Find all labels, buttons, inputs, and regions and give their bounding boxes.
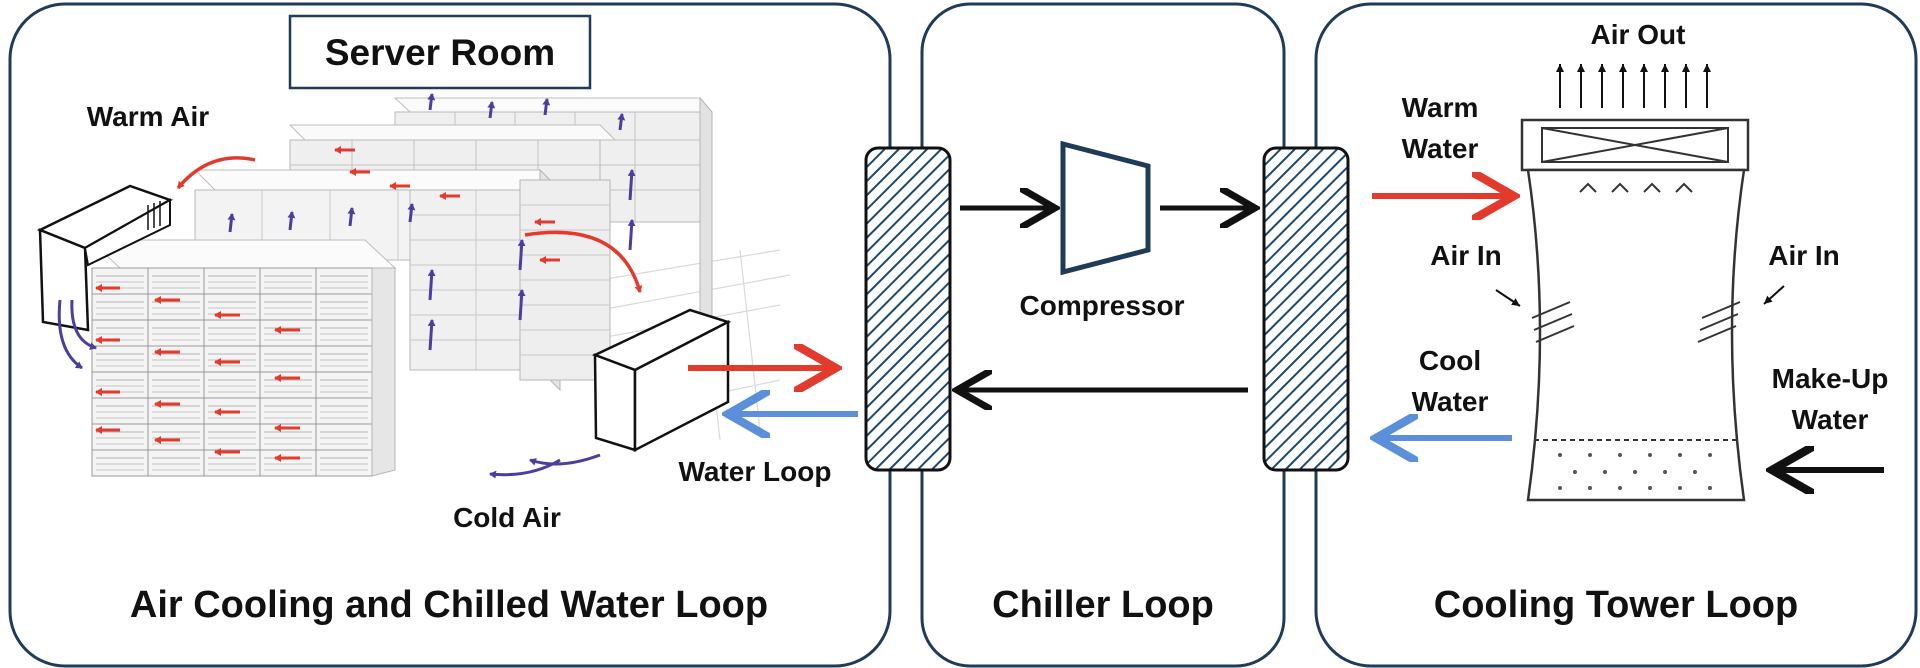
compressor-symbol xyxy=(1060,140,1151,276)
air-in-right-arrow xyxy=(1763,285,1785,305)
compressor-label: Compressor xyxy=(1020,290,1185,321)
cooling-tower xyxy=(1520,118,1750,502)
warm-water-label-line2: Water xyxy=(1402,133,1479,164)
air-out-arrows xyxy=(1556,64,1711,108)
warm-water-label-line1: Warm xyxy=(1402,92,1479,123)
cool-water-label-line2: Water xyxy=(1412,386,1489,417)
cool-water-label-line1: Cool xyxy=(1419,345,1481,376)
warm-air-label: Warm Air xyxy=(87,101,209,132)
server-room-label: Server Room xyxy=(288,14,592,90)
panel-chiller xyxy=(920,2,1286,668)
svg-text:Server Room: Server Room xyxy=(325,32,555,73)
condenser-heat-exchanger xyxy=(1262,146,1350,472)
air-in-left-arrow xyxy=(1495,289,1521,307)
evaporator-heat-exchanger xyxy=(864,146,952,472)
air-in-left-label: Air In xyxy=(1430,240,1502,271)
air-out-label: Air Out xyxy=(1591,19,1686,50)
water-loop-label: Water Loop xyxy=(679,456,832,487)
crah-unit-right xyxy=(591,308,732,453)
makeup-water-label-line2: Water xyxy=(1792,404,1869,435)
air-in-right-label: Air In xyxy=(1768,240,1840,271)
server-room-illustration xyxy=(36,93,791,479)
panel-cooling-tower-title: Cooling Tower Loop xyxy=(1434,584,1798,626)
crah-unit-left xyxy=(36,184,174,332)
makeup-water-label-line1: Make-Up xyxy=(1772,363,1889,394)
cold-air-label: Cold Air xyxy=(453,502,561,533)
panel-air-cooling-title: Air Cooling and Chilled Water Loop xyxy=(130,584,768,626)
panel-chiller-title: Chiller Loop xyxy=(992,584,1214,626)
